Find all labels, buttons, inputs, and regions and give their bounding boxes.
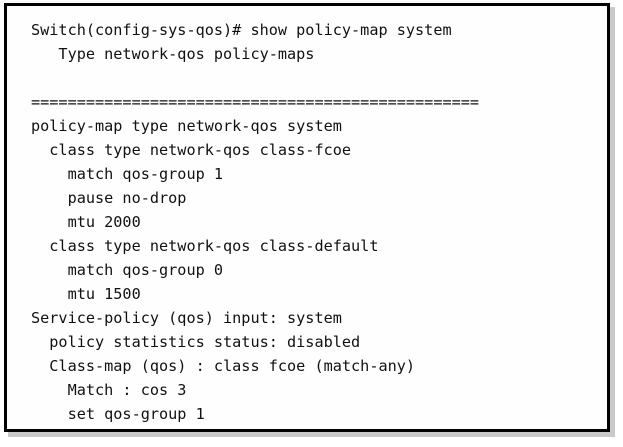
console-output-text: Switch(config-sys-qos)# show policy-map … bbox=[31, 21, 480, 423]
terminal-window: Switch(config-sys-qos)# show policy-map … bbox=[4, 3, 610, 432]
terminal-output-area[interactable]: Switch(config-sys-qos)# show policy-map … bbox=[7, 6, 607, 429]
